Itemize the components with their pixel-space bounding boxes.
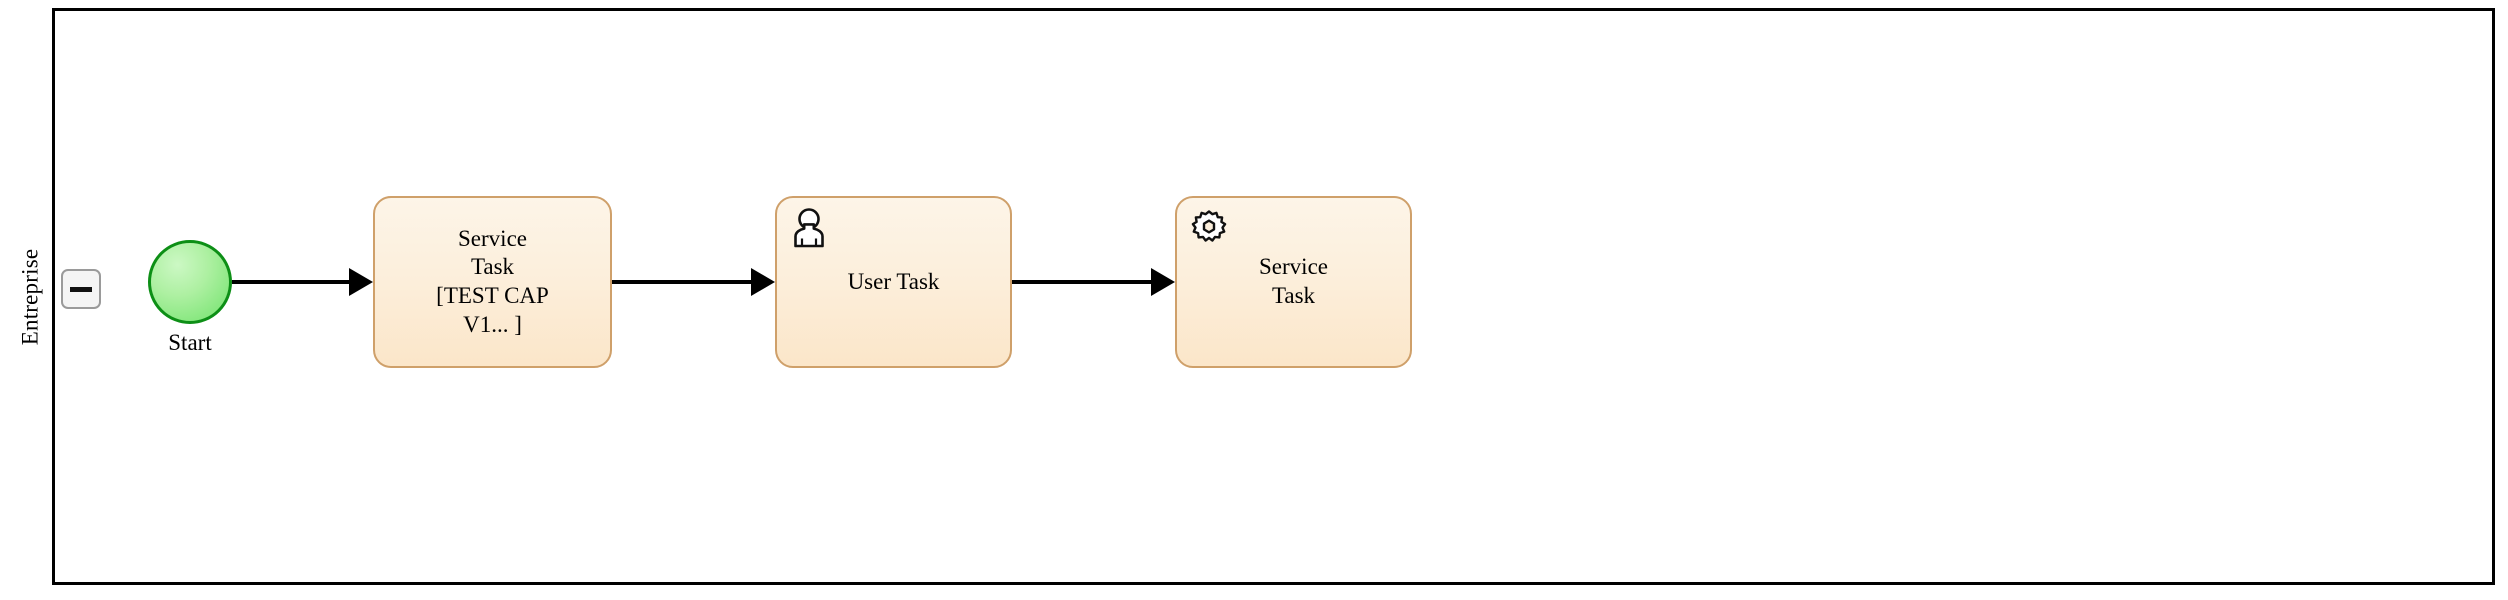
arrowhead-icon	[751, 268, 775, 296]
collapse-lane-button[interactable]	[61, 269, 101, 309]
lane-header	[8, 8, 55, 585]
task-service-2-label: Service Task	[1259, 254, 1328, 308]
start-event-circle	[148, 240, 232, 324]
start-event[interactable]	[148, 240, 232, 324]
gear-icon	[1187, 206, 1231, 250]
task-service-1[interactable]: Service Task [TEST CAP V1... ]	[373, 196, 612, 368]
sequence-flow-3[interactable]	[1012, 280, 1152, 284]
task-service-2[interactable]: Service Task	[1175, 196, 1412, 368]
sequence-flow-2[interactable]	[612, 280, 752, 284]
sequence-flow-1[interactable]	[232, 280, 350, 284]
minus-icon	[70, 287, 92, 292]
task-service-1-label: Service Task [TEST CAP V1... ]	[436, 225, 549, 337]
task-user-label: User Task	[847, 268, 940, 294]
start-event-label: Start	[168, 330, 212, 355]
arrowhead-icon	[1151, 268, 1175, 296]
user-icon	[787, 206, 831, 250]
task-user[interactable]: User Task	[775, 196, 1012, 368]
arrowhead-icon	[349, 268, 373, 296]
